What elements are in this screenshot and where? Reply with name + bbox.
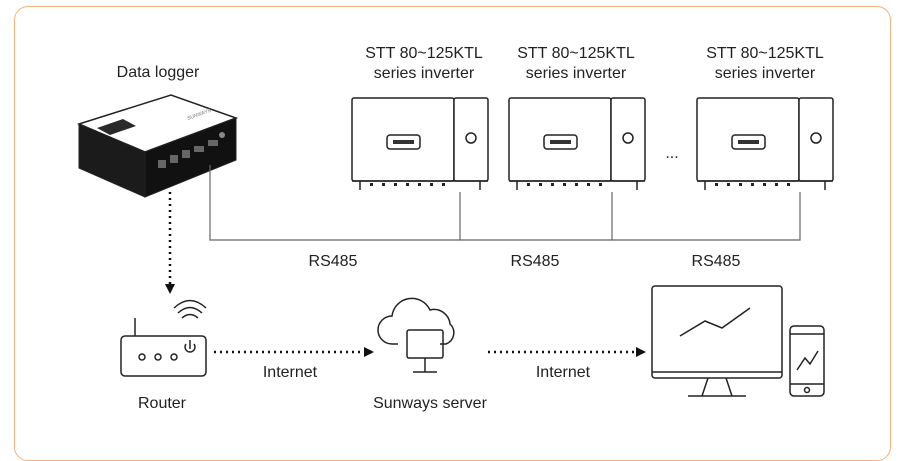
inverter-1-label-line1: STT 80~125KTL [365,45,483,62]
inverter-2-label-line1: STT 80~125KTL [517,45,635,62]
data-logger-device: SUNWAYS [56,94,239,198]
router-icon [120,299,207,377]
rs485-label-2: RS485 [511,253,560,270]
cloud-server-icon [377,297,455,373]
rs485-bus [209,165,801,241]
data-logger-label: Data logger [117,64,200,81]
inverter-ellipsis: ... [665,145,678,162]
rs485-label-1: RS485 [309,253,358,270]
inverter-3-label-line2: series inverter [715,65,816,82]
inverter-2-label-line2: series inverter [526,65,627,82]
monitor-icon [651,285,783,397]
inverter-2 [508,97,646,190]
inverter-3 [696,97,834,190]
system-diagram: Data logger SUNWAYS STT 80~125KTL series… [56,45,834,412]
rs485-label-3: RS485 [692,253,741,270]
internet-label-1: Internet [263,364,318,381]
inverter-1-label-line2: series inverter [374,65,475,82]
internet-label-2: Internet [536,364,591,381]
phone-icon [789,325,825,397]
router-label: Router [138,395,187,412]
inverter-3-label-line1: STT 80~125KTL [706,45,824,62]
inverter-1 [351,97,489,190]
server-label: Sunways server [373,395,487,412]
